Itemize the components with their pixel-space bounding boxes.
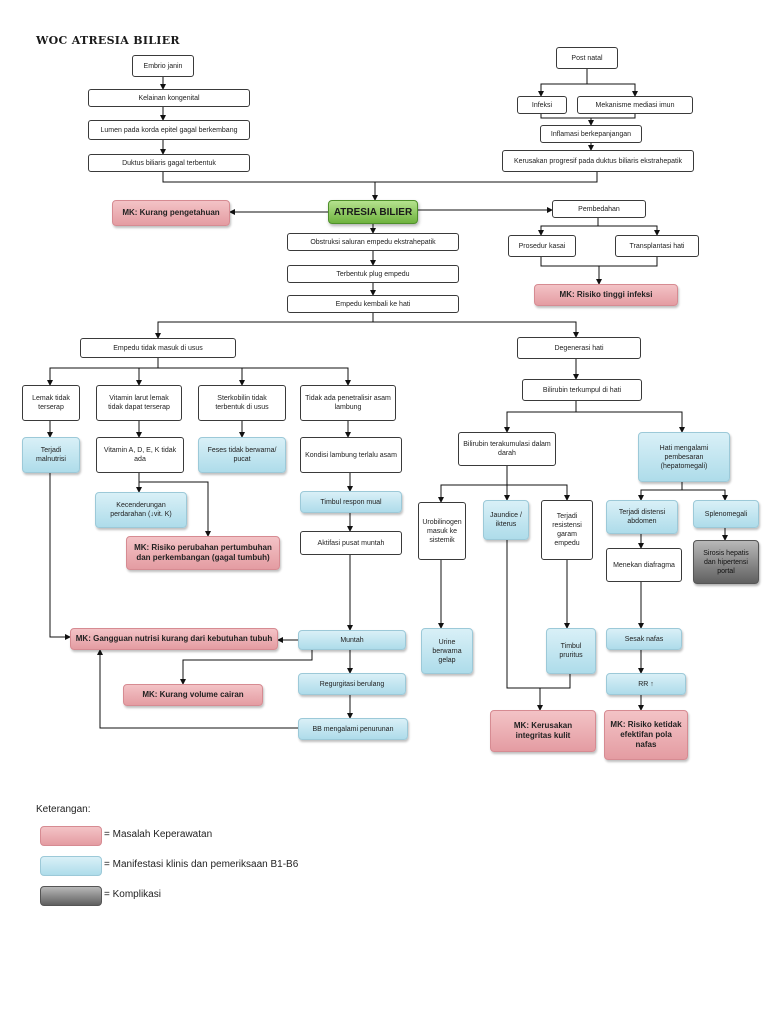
- legend-swatch-manifestasi: [40, 856, 102, 876]
- node-transplantasi: Transplantasi hati: [615, 235, 699, 257]
- node-vit-ade: Vitamin A, D, E, K tidak ada: [96, 437, 184, 473]
- node-retensi: Terjadi resistensi garam empedu: [541, 500, 593, 560]
- node-pembedahan: Pembedahan: [552, 200, 646, 218]
- connector-37: [180, 650, 313, 685]
- node-empedu-hati: Empedu kembali ke hati: [287, 295, 459, 313]
- node-atresia-bilier: ATRESIA BILIER: [328, 200, 418, 224]
- node-mk-nutrisi: MK: Gangguan nutrisi kurang dari kebutuh…: [70, 628, 278, 650]
- connector-52: [682, 489, 728, 501]
- node-malnutrisi: Terjadi malnutrisi: [22, 437, 80, 473]
- node-kerusakan: Kerusakan progresif pada duktus biliaris…: [502, 150, 694, 172]
- node-bilirubin-darah: Bilirubin terakumulasi dalam darah: [458, 432, 556, 466]
- connector-44: [438, 466, 508, 503]
- node-perdarahan: Kecenderungan perdarahan (↓vit. K): [95, 492, 187, 528]
- legend-manifestasi: = Manifestasi klinis dan pemeriksaan B1-…: [104, 859, 299, 870]
- node-splenomegali: Splenomegali: [693, 500, 759, 528]
- node-sesak: Sesak nafas: [606, 628, 682, 650]
- node-mekanisme: Mekanisme mediasi imun: [577, 96, 693, 114]
- connector-43: [576, 411, 685, 433]
- node-duktus: Duktus biliaris gagal terbentuk: [88, 154, 250, 172]
- node-feses: Feses tidak berwarna/ pucat: [198, 437, 286, 473]
- legend-masalah: = Masalah Keperawatan: [104, 829, 213, 840]
- connector-10: [375, 172, 598, 183]
- node-urine: Urine berwarna gelap: [421, 628, 473, 674]
- node-degenerasi: Degenerasi hati: [517, 337, 641, 359]
- node-distensi: Terjadi distensi abdomen: [606, 500, 678, 534]
- node-mk-volume: MK: Kurang volume cairan: [123, 684, 263, 706]
- node-lumen: Lumen pada korda epitel gagal berkembang: [88, 120, 250, 140]
- connector-50: [537, 674, 571, 711]
- node-mk-pertumbuhan: MK: Risiko perubahan pertumbuhan dan per…: [126, 536, 280, 570]
- connector-5: [538, 69, 588, 97]
- connector-19: [596, 257, 658, 285]
- node-bilirubin-hati: Bilirubin terkumpul di hati: [522, 379, 642, 401]
- connector-46: [507, 484, 570, 501]
- node-obstruksi: Obstruksi saluran empedu ekstrahepatik: [287, 233, 459, 251]
- connector-17: [598, 225, 660, 236]
- connector-42: [504, 401, 577, 433]
- connector-6: [587, 83, 638, 97]
- connector-20: [155, 313, 374, 339]
- connector-35: [49, 473, 71, 640]
- node-sterkobilin: Sterkobilin tidak terbentuk di usus: [198, 385, 286, 421]
- node-mk-kulit: MK: Kerusakan integritas kulit: [490, 710, 596, 752]
- node-inflamasi: Inflamasi berkepanjangan: [540, 125, 642, 143]
- connector-7: [540, 114, 592, 125]
- node-plug: Terbentuk plug empedu: [287, 265, 459, 283]
- node-mk-pengetahuan: MK: Kurang pengetahuan: [112, 200, 230, 226]
- node-mk-infeksi: MK: Risiko tinggi infeksi: [534, 284, 678, 306]
- connector-21: [373, 321, 579, 338]
- connector-48: [506, 540, 541, 710]
- node-pruritus: Timbul pruritus: [546, 628, 596, 674]
- node-jaundice: Jaundice / ikterus: [483, 500, 529, 540]
- legend-swatch-masalah: [40, 826, 102, 846]
- connector-16: [538, 218, 599, 236]
- node-rr: RR ↑: [606, 673, 686, 695]
- connector-25: [158, 367, 351, 386]
- node-bb: BB mengalami penurunan: [298, 718, 408, 740]
- node-respon-mual: Timbul respon mual: [300, 491, 402, 513]
- node-muntah: Muntah: [298, 630, 406, 650]
- legend-swatch-komplikasi: [40, 886, 102, 906]
- node-kelainan: Kelainan kongenital: [88, 89, 250, 107]
- node-postnatal: Post natal: [556, 47, 618, 69]
- node-mk-nafas: MK: Risiko ketidak efektifan pola nafas: [604, 710, 688, 760]
- node-sirosis: Sirosis hepatis dan hipertensi portal: [693, 540, 759, 584]
- node-diafragma: Menekan diafragma: [606, 548, 682, 582]
- connector-18: [540, 257, 600, 284]
- node-embrio: Embrio janin: [132, 55, 194, 77]
- node-vitamin: Vitamin larut lemak tidak dapat terserap: [96, 385, 182, 421]
- diagram-title: WOC ATRESIA BILIER: [36, 34, 180, 47]
- node-lemak: Lemak tidak terserap: [22, 385, 80, 421]
- node-urobilinogen: Urobilinogen masuk ke sistemik: [418, 502, 466, 560]
- connector-23: [136, 367, 158, 386]
- node-hati-besar: Hati mengalami pembesaran (hepatomegali): [638, 432, 730, 482]
- connector-40: [97, 649, 298, 729]
- node-empedu-usus: Empedu tidak masuk di usus: [80, 338, 236, 358]
- node-infeksi: Infeksi: [517, 96, 567, 114]
- connector-4: [162, 172, 378, 201]
- connector-8: [588, 114, 636, 126]
- node-kasai: Prosedur kasai: [508, 235, 576, 257]
- legend-komplikasi: = Komplikasi: [104, 889, 161, 900]
- legend-title: Keterangan:: [36, 804, 91, 815]
- node-pusat-muntah: Aktifasi pusat muntah: [300, 531, 402, 555]
- node-kondisi-lambung: Kondisi lambung terlalu asam: [300, 437, 402, 473]
- node-penetralisir: Tidak ada penetralisir asam lambung: [300, 385, 396, 421]
- connector-22: [47, 358, 159, 386]
- connector-24: [158, 367, 245, 386]
- node-regurgitasi: Regurgitasi berulang: [298, 673, 406, 695]
- connector-31: [139, 481, 211, 537]
- connector-51: [638, 482, 683, 501]
